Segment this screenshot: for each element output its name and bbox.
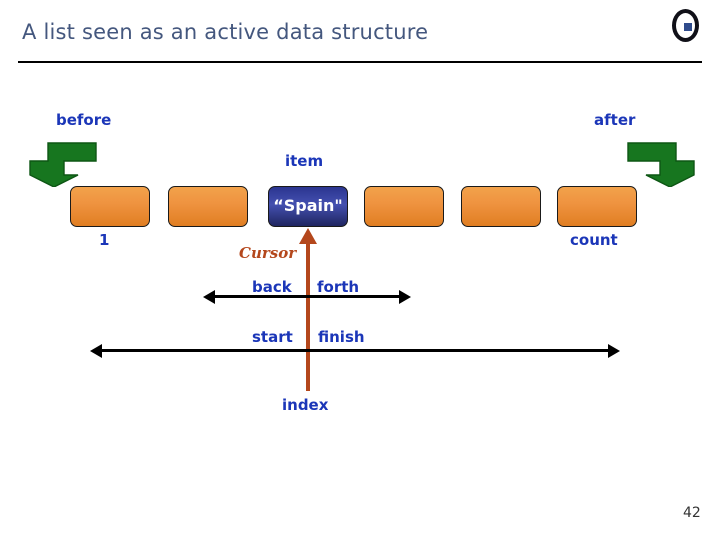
list-cell-1[interactable]	[70, 186, 150, 227]
label-cursor: Cursor	[239, 244, 297, 262]
page-title: A list seen as an active data structure	[22, 20, 429, 44]
logo-dot	[684, 23, 692, 31]
label-count: count	[570, 231, 618, 249]
label-forth: forth	[317, 278, 360, 296]
forth-span-right-arrow-icon	[399, 290, 411, 304]
page-number: 42	[683, 505, 701, 521]
list-cell-4[interactable]	[364, 186, 444, 227]
back-forth-span-line	[214, 295, 400, 298]
list-cell-3-text: “Spain"	[273, 196, 343, 215]
elbow-arrow-down-right-icon	[618, 139, 698, 188]
circle-dot-logo-icon	[672, 9, 705, 47]
label-before: before	[56, 111, 112, 129]
list-cell-5[interactable]	[461, 186, 541, 227]
finish-span-right-arrow-icon	[608, 344, 620, 358]
start-finish-span-line	[101, 349, 609, 352]
list-cell-3-item[interactable]: “Spain"	[268, 186, 348, 227]
start-span-left-arrow-icon	[90, 344, 102, 358]
list-cell-2[interactable]	[168, 186, 248, 227]
label-after: after	[594, 111, 636, 129]
back-span-left-arrow-icon	[203, 290, 215, 304]
label-first-index: 1	[99, 231, 110, 249]
label-back: back	[252, 278, 292, 296]
label-item: item	[285, 152, 324, 170]
list-cell-6-count[interactable]	[557, 186, 637, 227]
label-finish: finish	[318, 328, 365, 346]
logo-ring	[672, 9, 699, 42]
cursor-index-line	[306, 243, 310, 391]
label-index: index	[282, 396, 329, 414]
cursor-up-arrow-icon	[299, 228, 317, 244]
title-divider	[18, 61, 702, 63]
elbow-arrow-down-left-icon	[26, 139, 106, 188]
label-start: start	[252, 328, 293, 346]
